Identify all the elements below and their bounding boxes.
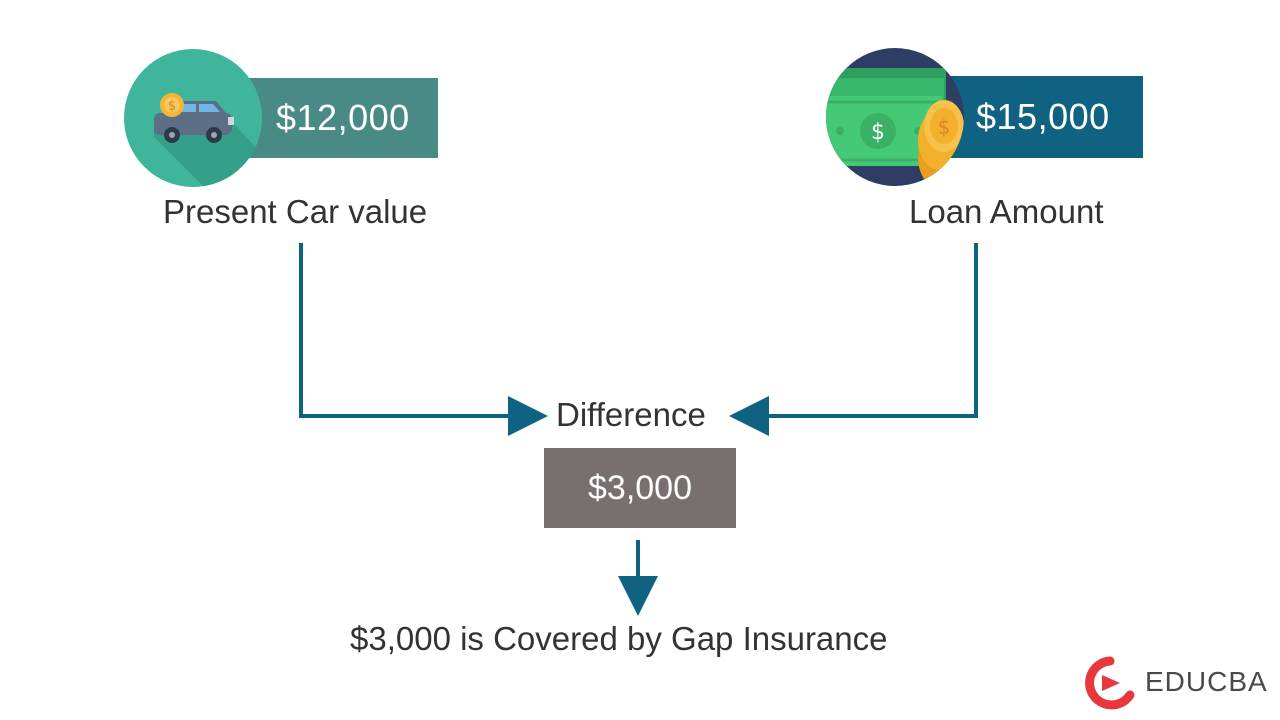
car-value-text: $12,000 xyxy=(276,97,410,138)
educba-logo xyxy=(1082,655,1272,711)
difference-value-box: $3,000 xyxy=(544,448,736,528)
educba-logo-icon xyxy=(1085,656,1135,710)
present-car-value-label: Present Car value xyxy=(163,193,428,230)
svg-text:$: $ xyxy=(938,115,951,139)
difference-label: Difference xyxy=(556,396,706,433)
loan-value-text: $15,000 xyxy=(976,96,1110,137)
result-statement: $3,000 is Covered by Gap Insurance xyxy=(350,620,888,657)
car-coin-icon: $ xyxy=(124,49,262,187)
difference-value-text: $3,000 xyxy=(588,468,692,507)
educba-logo-text: EDUCBA xyxy=(1145,666,1268,697)
loan-amount-label: Loan Amount xyxy=(909,193,1104,230)
loan-value-box: $15,000 xyxy=(930,76,1143,158)
svg-text:$: $ xyxy=(871,120,885,145)
svg-text:$: $ xyxy=(168,99,176,114)
car-value-box: $12,000 xyxy=(232,78,438,158)
right-connector-arrow xyxy=(729,243,978,436)
cash-coins-icon: $ $ xyxy=(826,48,964,186)
left-connector-arrow xyxy=(299,243,548,436)
